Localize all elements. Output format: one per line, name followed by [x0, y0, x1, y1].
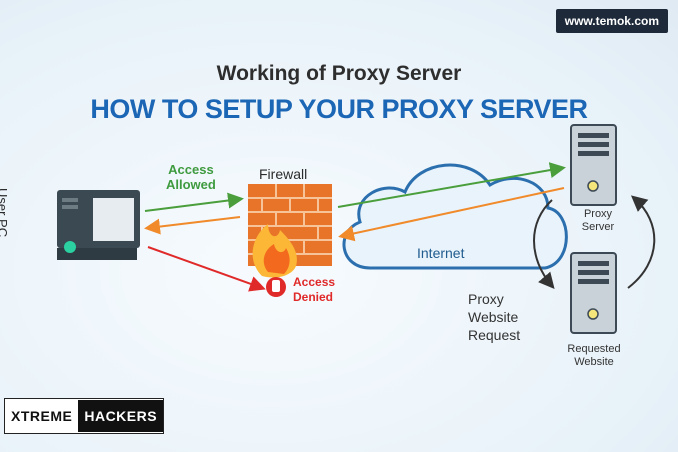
pwr-line: Request	[468, 327, 521, 343]
access-denied-line: Denied	[293, 290, 334, 304]
response-arrow	[338, 187, 565, 242]
server-icon	[570, 124, 617, 206]
firewall-label: Firewall	[259, 166, 308, 182]
access-allowed-line: Access	[168, 162, 214, 177]
proxy-website-request-label: Proxy Website Request	[468, 290, 520, 344]
allowed-arrow	[337, 162, 566, 208]
access-denied-line: Access	[293, 275, 336, 289]
firewall-icon	[248, 184, 332, 278]
pwr-line: Proxy	[468, 291, 504, 307]
monitor-icon	[57, 190, 140, 260]
diagram-title: HOW TO SETUP YOUR PROXY SERVER	[90, 94, 588, 124]
internet-label: Internet	[417, 245, 465, 261]
hand-stop-icon	[266, 277, 286, 297]
brand-text-white: XTREME	[5, 408, 79, 424]
requested-website-label: Requested Website	[558, 343, 630, 369]
access-allowed-label: Access Allowed	[166, 162, 216, 192]
brand-text-black: HACKERS	[78, 400, 164, 432]
user-pc-label: User PC	[0, 188, 10, 238]
requested-website-line: Website	[574, 356, 614, 368]
return-curve-arrow	[627, 195, 656, 289]
requested-website-line: Requested	[567, 343, 621, 355]
diagram-subtitle: Working of Proxy Server	[216, 62, 462, 85]
site-badge[interactable]: www.temok.com	[555, 9, 668, 33]
server-icon	[570, 252, 617, 334]
denied-arrow	[147, 246, 266, 292]
access-allowed-line: Allowed	[166, 177, 216, 192]
allowed-arrow	[144, 192, 244, 212]
brand-logo: XTREME HACKERS	[4, 398, 165, 434]
proxy-server-line: Proxy	[583, 208, 613, 220]
pwr-line: Website	[468, 309, 519, 325]
proxy-server-label: Proxy Server	[574, 208, 622, 234]
request-curve-arrow	[533, 199, 555, 290]
proxy-server-line: Server	[581, 221, 615, 233]
cloud-icon	[342, 163, 568, 270]
access-denied-label: Access Denied	[293, 275, 335, 305]
response-arrow	[144, 216, 241, 235]
